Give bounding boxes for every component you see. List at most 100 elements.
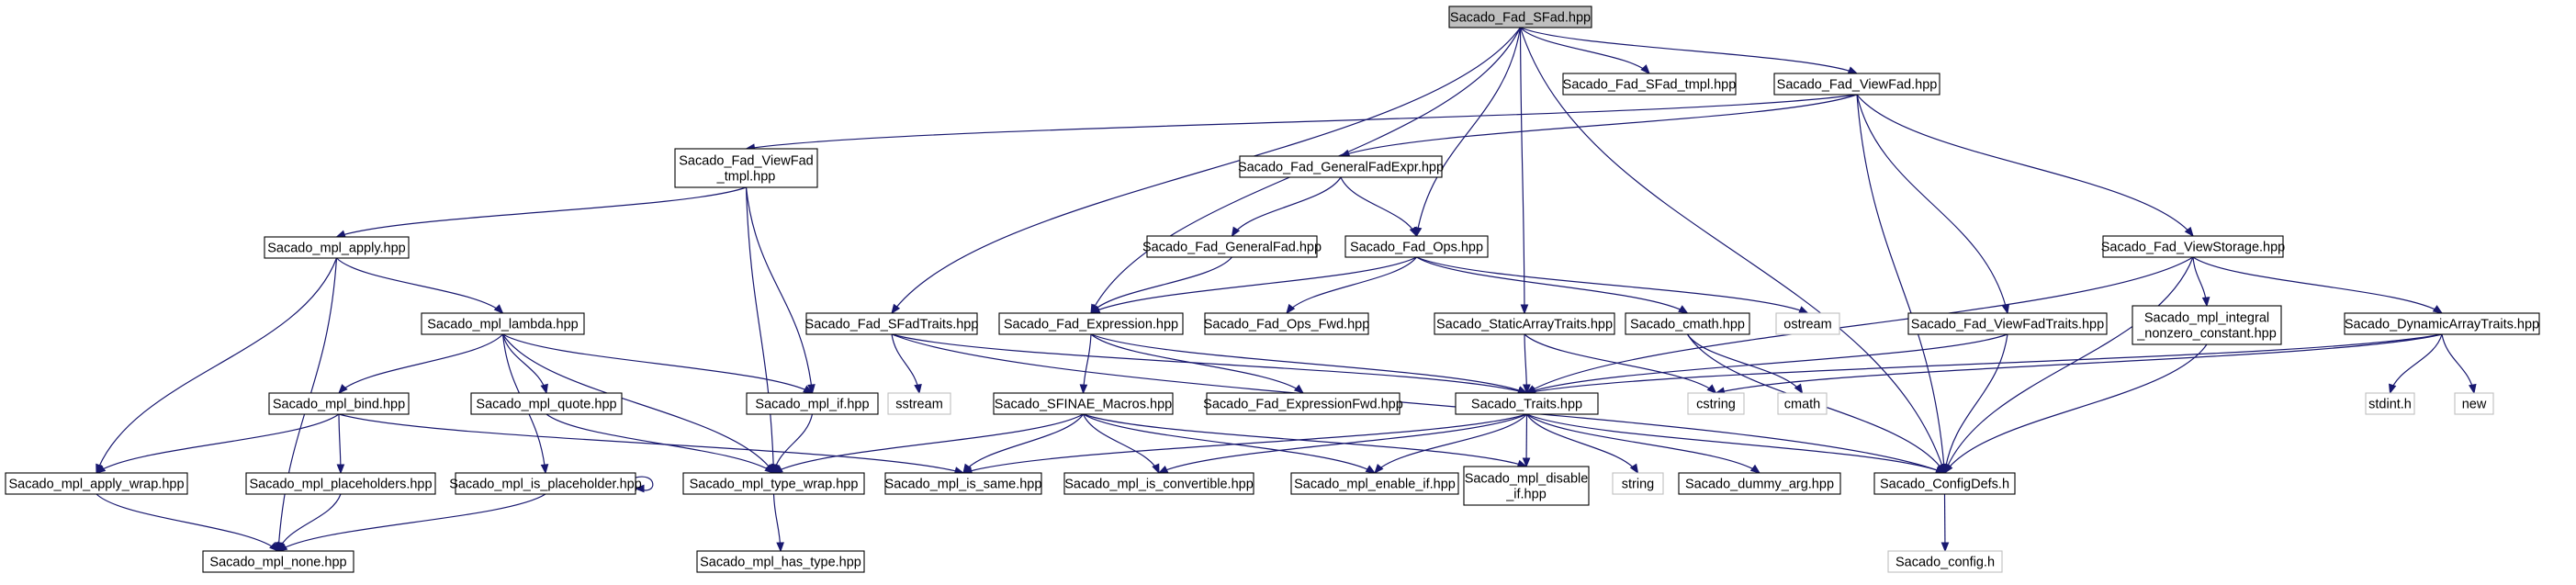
- dependency-edges: [95, 27, 2477, 553]
- node-is_same[interactable]: Sacado_mpl_is_same.hpp: [884, 472, 1042, 495]
- edge-line: [745, 186, 775, 474]
- edge-placeholders-to-none: [277, 493, 342, 553]
- edge-genfadexpr-to-genfad: [1231, 176, 1342, 238]
- edge-line: [1856, 94, 2194, 237]
- node-box: [1344, 235, 1489, 258]
- edge-arrowhead: [1079, 384, 1088, 395]
- edge-line: [1340, 94, 1858, 157]
- node-lambda[interactable]: Sacado_mpl_lambda.hpp: [421, 312, 585, 335]
- edge-apply-to-lambda: [336, 257, 504, 314]
- node-label: Sacado_mpl_is_placeholder.hpp: [449, 478, 642, 492]
- node-cmath_hpp[interactable]: Sacado_cmath.hpp: [1625, 312, 1750, 335]
- node-label: Sacado_mpl_none.hpp: [209, 556, 346, 570]
- node-sfad[interactable]: Sacado_Fad_SFad.hpp: [1448, 6, 1592, 28]
- edge-arrowhead: [2389, 383, 2397, 395]
- node-dummy_arg[interactable]: Sacado_dummy_arg.hpp: [1678, 472, 1841, 495]
- edge-line: [96, 493, 279, 552]
- edge-arrowhead: [764, 464, 775, 474]
- edge-traits-to-is_convertible: [1157, 413, 1527, 474]
- node-exprfwd[interactable]: Sacado_Fad_ExpressionFwd.hpp: [1203, 392, 1403, 415]
- node-staticarray[interactable]: Sacado_StaticArrayTraits.hpp: [1434, 312, 1615, 335]
- node-quote[interactable]: Sacado_mpl_quote.hpp: [470, 392, 623, 415]
- node-viewfadtraits[interactable]: Sacado_Fad_ViewFadTraits.hpp: [1907, 312, 2108, 335]
- node-apply[interactable]: Sacado_mpl_apply.hpp: [264, 236, 410, 259]
- node-bind[interactable]: Sacado_mpl_bind.hpp: [268, 392, 410, 415]
- edge-line: [1286, 256, 1417, 314]
- node-label: Sacado_ConfigDefs.h: [1880, 478, 2009, 492]
- node-sfadtraits[interactable]: Sacado_Fad_SFadTraits.hpp: [805, 312, 979, 335]
- node-label: Sacado_cmath.hpp: [1630, 318, 1745, 332]
- node-dynarray[interactable]: Sacado_DynamicArrayTraits.hpp: [2344, 312, 2540, 335]
- edge-line: [2389, 333, 2443, 394]
- edge-mpl_if-to-type_wrap: [771, 413, 814, 475]
- node-disable_if[interactable]: Sacado_mpl_disable_if.hpp: [1463, 466, 1590, 506]
- node-none[interactable]: Sacado_mpl_none.hpp: [202, 550, 354, 573]
- node-label: Sacado_Fad_ViewStorage.hpp: [2101, 241, 2285, 255]
- node-apply_wrap[interactable]: Sacado_mpl_apply_wrap.hpp: [5, 472, 188, 495]
- edge-line: [338, 413, 964, 474]
- edge-arrowhead: [1522, 457, 1531, 468]
- edge-lambda-to-quote: [501, 333, 548, 395]
- node-traits[interactable]: Sacado_Traits.hpp: [1455, 392, 1599, 415]
- node-label: cstring: [1696, 398, 1736, 412]
- node-viewstorage[interactable]: Sacado_Fad_ViewStorage.hpp: [2101, 235, 2285, 258]
- edge-arrowhead: [493, 304, 504, 314]
- node-integral[interactable]: Sacado_mpl_integral_nonzero_constant.hpp: [2132, 305, 2282, 345]
- node-type_wrap[interactable]: Sacado_mpl_type_wrap.hpp: [682, 472, 865, 495]
- node-expression[interactable]: Sacado_Fad_Expression.hpp: [998, 312, 1184, 335]
- node-sfinae[interactable]: Sacado_SFINAE_Macros.hpp: [993, 392, 1174, 415]
- edge-line: [1520, 27, 1650, 74]
- node-ops_fwd[interactable]: Sacado_Fad_Ops_Fwd.hpp: [1204, 312, 1370, 335]
- node-box: [2132, 305, 2282, 345]
- edge-line: [891, 333, 1527, 394]
- edge-viewfad-to-viewfadtraits: [1856, 94, 2010, 315]
- node-box: [884, 472, 1042, 495]
- node-genfad[interactable]: Sacado_Fad_GeneralFad.hpp: [1142, 235, 1322, 258]
- file-nodes: Sacado_Fad_SFad.hppSacado_Fad_SFad_tmpl.…: [5, 6, 2540, 573]
- node-enable_if[interactable]: Sacado_mpl_enable_if.hpp: [1290, 472, 1459, 495]
- node-viewfad_tmpl[interactable]: Sacado_Fad_ViewFad_tmpl.hpp: [674, 148, 818, 188]
- node-genfadexpr[interactable]: Sacado_Fad_GeneralFadExpr.hpp: [1238, 155, 1444, 178]
- edge-line: [1090, 256, 1417, 314]
- node-configdefs[interactable]: Sacado_ConfigDefs.h: [1873, 472, 2016, 495]
- node-label: cmath: [1784, 398, 1821, 412]
- edge-arrowhead: [338, 384, 348, 394]
- node-box: [993, 392, 1174, 415]
- edge-arrowhead: [2001, 303, 2010, 315]
- node-label: Sacado_mpl_type_wrap.hpp: [690, 478, 859, 492]
- edge-line: [336, 257, 503, 314]
- edge-line: [1856, 94, 2008, 314]
- edge-line: [1416, 256, 1688, 314]
- edge-line: [1519, 27, 1525, 314]
- node-box: [268, 392, 410, 415]
- node-box: [887, 392, 951, 415]
- node-has_type[interactable]: Sacado_mpl_has_type.hpp: [696, 550, 865, 573]
- edge-arrowhead: [1798, 306, 1809, 314]
- node-viewfad[interactable]: Sacado_Fad_ViewFad.hpp: [1773, 73, 1940, 96]
- node-label: Sacado_mpl_has_type.hpp: [700, 556, 861, 570]
- node-placeholders[interactable]: Sacado_mpl_placeholders.hpp: [245, 472, 436, 495]
- edge-line: [96, 257, 338, 474]
- edge-dynarray-to-stdint: [2389, 333, 2443, 395]
- node-box: [1063, 472, 1254, 495]
- edge-arrowhead: [336, 464, 345, 475]
- node-sfad_tmpl[interactable]: Sacado_Fad_SFad_tmpl.hpp: [1562, 73, 1737, 96]
- node-box: [2365, 392, 2415, 415]
- node-mpl_if[interactable]: Sacado_mpl_if.hpp: [746, 392, 879, 415]
- node-box: [202, 550, 354, 573]
- node-label: Sacado_Fad_Ops.hpp: [1350, 241, 1483, 255]
- edge-traits-to-string: [1525, 413, 1639, 475]
- node-is_placeholder[interactable]: Sacado_mpl_is_placeholder.hpp: [449, 472, 642, 495]
- node-is_convertible[interactable]: Sacado_mpl_is_convertible.hpp: [1063, 472, 1254, 495]
- node-label: Sacado_mpl_bind.hpp: [273, 398, 405, 412]
- edge-traits-to-dummy_arg: [1526, 413, 1761, 474]
- edge-is_placeholder-to-none: [276, 493, 546, 552]
- edge-is_placeholder-to-is_placeholder: [634, 476, 654, 493]
- edge-arrowhead: [1231, 226, 1241, 238]
- edge-genfad-to-expression: [1090, 256, 1232, 315]
- node-ops[interactable]: Sacado_Fad_Ops.hpp: [1344, 235, 1489, 258]
- node-box: [1290, 472, 1459, 495]
- edge-arrowhead: [776, 542, 784, 553]
- edge-line: [1526, 413, 1760, 474]
- edge-sfinae-to-disable_if: [1083, 413, 1528, 467]
